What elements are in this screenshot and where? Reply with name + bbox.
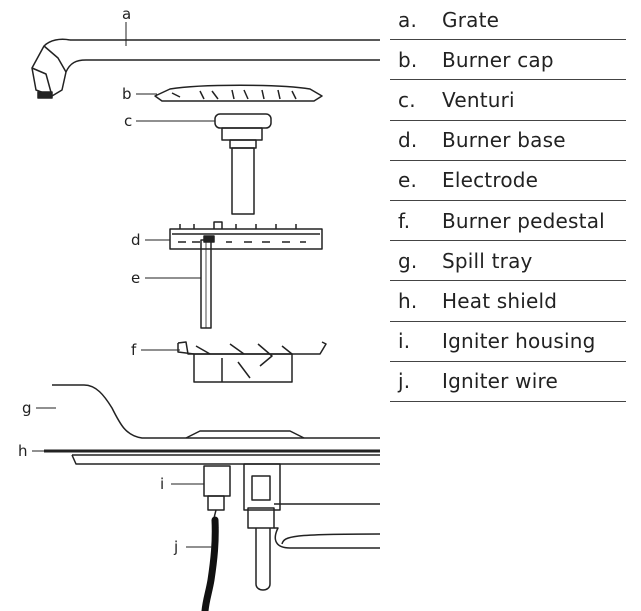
legend-label: Spill tray <box>442 248 533 273</box>
legend-row-igniter-wire: j. Igniter wire <box>390 362 626 402</box>
legend-row-venturi: c. Venturi <box>390 80 626 121</box>
callout-a: a <box>122 5 131 23</box>
electrode-part <box>200 239 212 329</box>
callout-e: e <box>131 269 140 287</box>
venturi-part <box>214 113 272 215</box>
heat-shield-part <box>44 449 380 465</box>
burner-base-part <box>169 221 323 250</box>
legend-key: b. <box>398 47 418 72</box>
legend-row-burner-cap: b. Burner cap <box>390 40 626 81</box>
legend-label: Heat shield <box>442 288 558 313</box>
gas-valve-part <box>243 463 381 591</box>
callout-b: b <box>122 85 132 103</box>
legend-key: g. <box>398 248 418 273</box>
legend-key: a. <box>398 7 418 32</box>
legend-key: i. <box>398 329 411 354</box>
legend-label: Burner pedestal <box>442 208 605 233</box>
legend-label: Venturi <box>442 87 515 112</box>
legend-key: d. <box>398 128 418 153</box>
legend-label: Burner base <box>442 128 566 153</box>
legend-row-burner-base: d. Burner base <box>390 121 626 161</box>
legend-row-electrode: e. Electrode <box>390 161 626 201</box>
legend-row-igniter-housing: i. Igniter housing <box>390 322 626 362</box>
parts-legend: a. Grate b. Burner cap c. Venturi d. Bur… <box>390 0 626 402</box>
legend-label: Igniter wire <box>442 369 558 394</box>
legend-row-burner-pedestal: f. Burner pedestal <box>390 201 626 242</box>
callout-i: i <box>160 475 164 493</box>
grate-part <box>31 38 380 99</box>
callout-g: g <box>22 399 32 417</box>
legend-label: Igniter housing <box>442 329 596 354</box>
legend-row-heat-shield: h. Heat shield <box>390 281 626 322</box>
callout-f: f <box>131 341 137 359</box>
legend-label: Grate <box>442 7 500 32</box>
callout-d: d <box>131 231 141 249</box>
callout-h: h <box>18 442 28 460</box>
legend-label: Burner cap <box>442 47 554 72</box>
legend-key: h. <box>398 288 418 313</box>
legend-key: f. <box>398 208 411 233</box>
igniter-wire-part <box>201 516 219 611</box>
legend-label: Electrode <box>442 168 539 193</box>
legend-key: c. <box>398 87 416 112</box>
burner-cap-part <box>154 84 323 102</box>
legend-row-spill-tray: g. Spill tray <box>390 241 626 282</box>
burner-pedestal-part <box>177 341 327 383</box>
legend-key: e. <box>398 168 418 193</box>
legend-row-grate: a. Grate <box>390 0 626 41</box>
callout-j: j <box>173 538 178 556</box>
spill-tray-part <box>52 384 380 439</box>
legend-key: j. <box>398 369 411 394</box>
callout-c: c <box>124 112 132 130</box>
